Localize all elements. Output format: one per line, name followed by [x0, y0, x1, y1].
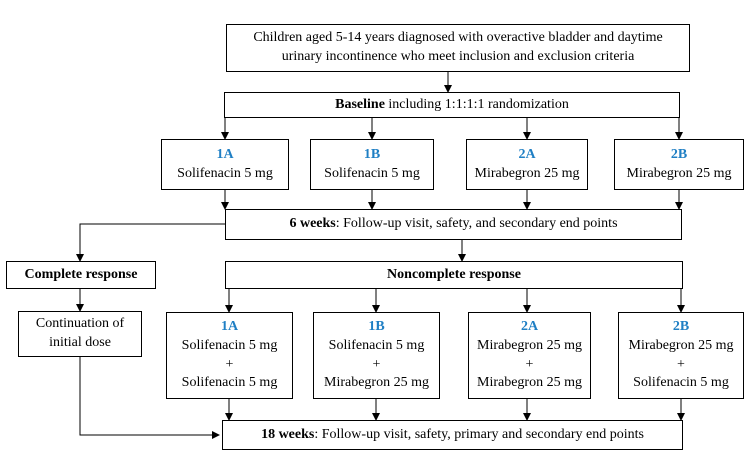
arm2-2b-drug1: Mirabegron 25 mg: [628, 338, 734, 354]
baseline-label: Baseline: [335, 96, 385, 112]
complete-response-box: Complete response: [6, 261, 156, 289]
arm-2b-box: 2B Mirabegron 25 mg: [614, 139, 744, 190]
arm-1b-label: 1B: [363, 146, 381, 162]
arrow-week6-to-complete: [76, 223, 225, 262]
arm2-1a-box: 1A Solifenacin 5 mg + Solifenacin 5 mg: [166, 312, 293, 399]
arm2-1b-drug2: Mirabegron 25 mg: [324, 374, 429, 390]
arm-2b-drug: Mirabegron 25 mg: [626, 165, 732, 181]
arm2-1b-plus: +: [372, 357, 381, 373]
arm-2a-box: 2A Mirabegron 25 mg: [466, 139, 588, 190]
arm-1b-drug: Solifenacin 5 mg: [324, 165, 420, 181]
arrow-continuation-to-week18: [79, 357, 220, 439]
arm2-1a-drug2: Solifenacin 5 mg: [181, 374, 278, 390]
continuation-box: Continuation of initial dose: [18, 311, 142, 357]
week6-box: 6 weeks: Follow-up visit, safety, and se…: [225, 209, 682, 240]
arm2-2a-drug1: Mirabegron 25 mg: [477, 338, 582, 354]
week18-detail: : Follow-up visit, safety, primary and s…: [314, 426, 644, 442]
week18-text: 18 weeks: Follow-up visit, safety, prima…: [261, 426, 644, 445]
arm-1b-box: 1B Solifenacin 5 mg: [310, 139, 434, 190]
eligibility-line2: urinary incontinence who meet inclusion …: [281, 49, 635, 64]
arm-2a-drug: Mirabegron 25 mg: [474, 165, 580, 181]
arm2-2a-plus: +: [525, 357, 534, 373]
arm2-1b-drug1: Solifenacin 5 mg: [328, 338, 425, 354]
week18-box: 18 weeks: Follow-up visit, safety, prima…: [222, 420, 683, 450]
arm2-1b-label: 1B: [368, 319, 385, 335]
arm2-1b-box: 1B Solifenacin 5 mg + Mirabegron 25 mg: [313, 312, 440, 399]
eligibility-box: Children aged 5-14 years diagnosed with …: [226, 24, 690, 72]
continuation-line2: initial dose: [49, 335, 111, 350]
arm2-2a-drug2: Mirabegron 25 mg: [477, 374, 582, 390]
arm-1a-box: 1A Solifenacin 5 mg: [161, 139, 289, 190]
week6-label: 6 weeks: [289, 216, 336, 232]
arm2-2a-label: 2A: [520, 319, 539, 335]
arm-2a-label: 2A: [518, 146, 536, 162]
complete-response-label: Complete response: [24, 266, 138, 282]
arm2-2a-box: 2A Mirabegron 25 mg + Mirabegron 25 mg: [468, 312, 591, 399]
week18-label: 18 weeks: [261, 426, 315, 442]
arm-1a-drug: Solifenacin 5 mg: [177, 165, 273, 181]
noncomplete-response-box: Noncomplete response: [225, 261, 683, 289]
baseline-box: Baseline including 1:1:1:1 randomization: [224, 92, 680, 118]
arm2-1a-plus: +: [225, 357, 234, 373]
continuation-line1: Continuation of: [35, 316, 125, 332]
arm2-2b-plus: +: [677, 357, 685, 373]
arm2-2b-drug2: Solifenacin 5 mg: [633, 374, 729, 390]
arm-1a-label: 1A: [216, 146, 234, 162]
eligibility-line1: Children aged 5-14 years diagnosed with …: [253, 30, 663, 46]
arm2-2b-label: 2B: [672, 319, 690, 335]
baseline-text: Baseline including 1:1:1:1 randomization: [335, 96, 569, 115]
arm-2b-label: 2B: [670, 146, 688, 162]
arm2-1a-label: 1A: [220, 319, 239, 335]
week6-detail: : Follow-up visit, safety, and secondary…: [335, 216, 618, 232]
baseline-detail: including 1:1:1:1 randomization: [384, 96, 569, 112]
noncomplete-response-label: Noncomplete response: [387, 266, 521, 282]
week6-text: 6 weeks: Follow-up visit, safety, and se…: [289, 215, 617, 234]
arm2-2b-box: 2B Mirabegron 25 mg + Solifenacin 5 mg: [618, 312, 744, 399]
arm2-1a-drug1: Solifenacin 5 mg: [181, 338, 278, 354]
